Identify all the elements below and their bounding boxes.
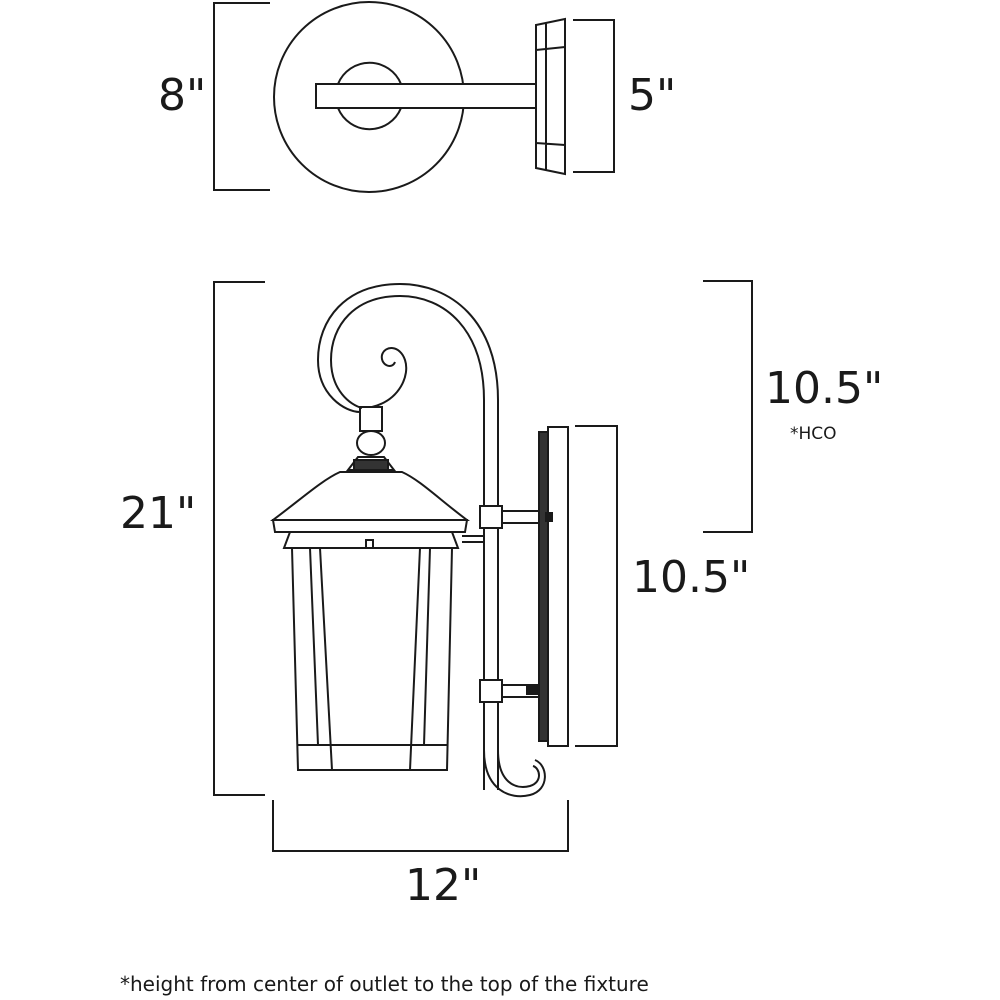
lantern-band	[271, 519, 469, 549]
backplate-edge	[538, 431, 549, 742]
dimension-bracket-5in	[573, 19, 615, 173]
label-width-8in: 8"	[158, 70, 207, 121]
top-view	[213, 1, 615, 193]
dimension-bracket-12in	[272, 800, 569, 852]
bolt-lower	[526, 685, 540, 695]
lantern-latch	[365, 539, 374, 549]
scroll-arm-bottom	[483, 749, 546, 798]
canopy-top	[535, 17, 566, 176]
bolt-upper	[545, 512, 553, 522]
finial-collar	[359, 406, 383, 432]
lantern-roof	[269, 471, 471, 521]
label-height-21in: 21"	[120, 488, 197, 539]
finial-ball	[356, 430, 386, 456]
lantern-thread	[353, 459, 389, 471]
side-view	[213, 280, 753, 852]
dimension-bracket-backplate	[575, 425, 618, 747]
label-hco-marker: *HCO	[790, 424, 837, 444]
arm-top	[315, 83, 537, 109]
dimension-bracket-hco	[703, 280, 753, 533]
label-extension-12in: 12"	[405, 860, 482, 911]
scroll-arm	[316, 282, 499, 790]
label-hco-10-5in: 10.5"	[765, 363, 884, 414]
label-backplate-10-5in: 10.5"	[632, 552, 751, 603]
footnote: *height from center of outlet to the top…	[120, 972, 649, 996]
arm-connector-upper	[479, 505, 503, 529]
lantern-body	[291, 547, 453, 771]
backplate	[547, 426, 569, 747]
arm-rod-upper	[462, 510, 539, 543]
wall-plate-inner	[337, 61, 402, 131]
dimension-bracket-21in	[213, 281, 265, 796]
label-depth-5in: 5"	[628, 70, 677, 121]
dimension-bracket-8in	[213, 2, 270, 191]
arm-connector-lower	[479, 679, 503, 703]
